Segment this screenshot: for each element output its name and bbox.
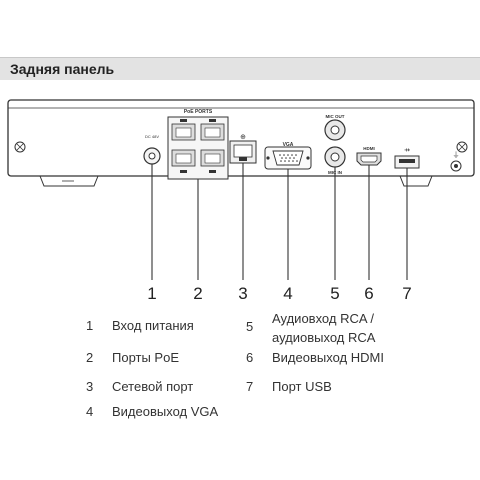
audio-rca-ports: MIC OUT MIC IN [324, 114, 346, 175]
section-header: Задняя панель [0, 57, 480, 80]
ground-terminal-icon: ⏚ [450, 151, 462, 172]
svg-text:⊕: ⊕ [240, 133, 246, 141]
callout-number: 2 [193, 284, 203, 303]
callout-number: 7 [402, 284, 412, 303]
legend-number: 5 [246, 319, 254, 334]
callout-number: 6 [364, 284, 374, 303]
poe-ports-block: PoE PORTS [167, 109, 229, 180]
usb-symbol-icon: ⇸ [404, 146, 410, 154]
screw-left-icon [14, 141, 26, 153]
legend-text: Видеовыход HDMI [272, 350, 384, 365]
hdmi-label: HDMI [363, 146, 375, 151]
vga-label: VGA [283, 142, 294, 148]
callout-number: 4 [283, 284, 293, 303]
device-chassis [7, 99, 475, 187]
legend-text: Сетевой порт [112, 379, 194, 394]
poe-label: PoE PORTS [184, 109, 213, 115]
legend-text: Вход питания [112, 318, 194, 333]
svg-text:⏚: ⏚ [453, 151, 460, 159]
legend-number: 3 [86, 379, 94, 394]
network-port: ⊕ [229, 133, 257, 164]
mic-out-label: MIC OUT [326, 114, 345, 119]
callout-number: 5 [330, 284, 340, 303]
callout-number: 1 [147, 284, 157, 303]
legend-number: 7 [246, 379, 254, 394]
vga-port: VGA [264, 142, 312, 170]
hdmi-port: HDMI [356, 146, 382, 166]
section-title: Задняя панель [10, 61, 115, 77]
power-label: DC 48V [145, 134, 159, 139]
callout-number: 3 [238, 284, 248, 303]
legend-number: 2 [86, 350, 94, 365]
callout-lines [151, 163, 408, 280]
power-input-port: DC 48V [143, 134, 161, 165]
legend-text: аудиовыход RCA [272, 330, 376, 345]
legend-number: 4 [86, 404, 94, 419]
legend-text: Видеовыход VGA [112, 404, 219, 419]
legend-text: Порты PoE [112, 350, 179, 365]
legend-text: Порт USB [272, 379, 332, 394]
legend-number: 1 [86, 318, 94, 333]
usb-port: ⇸ [394, 146, 420, 169]
legend-number: 6 [246, 350, 254, 365]
screw-right-icon [456, 141, 468, 153]
legend-text: Аудиовход RCA / [272, 311, 375, 326]
